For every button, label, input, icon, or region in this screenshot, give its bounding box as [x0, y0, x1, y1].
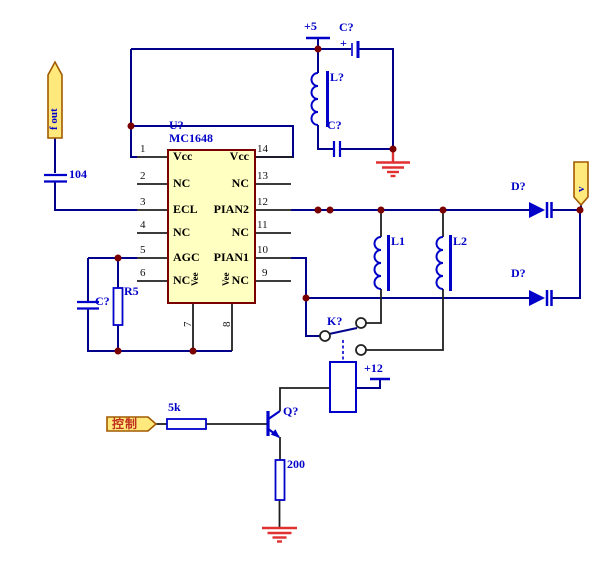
pin-name-nc-11: NC — [231, 225, 249, 239]
relay-switch — [319, 317, 367, 413]
junction-dots — [114, 45, 584, 355]
plus12-label: +12 — [364, 361, 383, 375]
pin-name-nc-6: NC — [173, 273, 191, 287]
pin-name-vee-8: Vee — [221, 272, 231, 286]
fout-port-label: f out — [48, 108, 60, 130]
control-port-label: 控制 — [112, 417, 139, 431]
relay-label: K? — [327, 314, 343, 328]
switch-throw2-contact — [355, 344, 367, 356]
control-flag — [106, 416, 158, 432]
r-base-body — [166, 418, 207, 430]
v-port-label: v — [575, 186, 587, 193]
l1-coil — [373, 236, 382, 290]
pin-name-nc-9: NC — [231, 273, 249, 287]
pin-num-2: 2 — [140, 170, 146, 182]
l2-bottom-lead — [366, 289, 444, 351]
pin-num-11: 11 — [257, 219, 268, 231]
l2-label: L2 — [453, 234, 468, 248]
ic-mc1648-body — [167, 149, 256, 304]
wire-104-to-ecl — [54, 182, 137, 211]
pin-stubs — [137, 156, 444, 527]
switch-common-contact — [319, 330, 331, 342]
c104-label: 104 — [69, 167, 87, 181]
port-flags — [47, 60, 589, 432]
pin-num-4: 4 — [140, 219, 146, 231]
pin-num-12: 12 — [257, 196, 268, 208]
pin-num-14: 14 — [257, 143, 268, 155]
inductors — [310, 71, 452, 291]
transistor-label: Q? — [283, 404, 299, 418]
r5-label: R5 — [124, 284, 139, 298]
ground-bottom — [262, 526, 297, 543]
relay-coil-body — [329, 361, 357, 413]
wire-relay-plus12 — [356, 379, 381, 389]
l2-coil — [435, 236, 444, 290]
r5-body — [112, 287, 124, 326]
power-symbols — [306, 36, 390, 381]
switch-throw1-contact — [355, 317, 367, 329]
d-top-triangle — [529, 202, 545, 218]
switch-blade — [328, 327, 358, 335]
d-bottom-triangle — [529, 290, 545, 306]
pin-name-nc-2: NC — [173, 176, 191, 190]
pin-name-nc-4: NC — [173, 225, 191, 239]
wire-v-to-d2 — [552, 210, 581, 299]
relay-coil-left-wire — [279, 387, 330, 411]
fout-flag — [47, 60, 63, 139]
l-choke-coil — [310, 72, 319, 126]
pin-name-pian1-10: PIAN1 — [213, 250, 249, 264]
c-bypass-label: C? — [339, 20, 354, 34]
pin-num-10: 10 — [257, 244, 268, 256]
v-flag — [573, 161, 589, 207]
pin-name-pian2-12: PIAN2 — [213, 202, 249, 216]
pin-name-vee-7: Vee — [190, 272, 200, 286]
d-bottom-label: D? — [511, 266, 526, 280]
l1-bottom-lead — [366, 289, 382, 324]
l-choke-label: L? — [330, 70, 345, 84]
pin-num-5: 5 — [140, 244, 146, 256]
pin-name-ecl-3: ECL — [173, 202, 198, 216]
ground-top — [376, 149, 410, 178]
wire-pin1-up — [130, 49, 137, 158]
ic-part-number: MC1648 — [169, 131, 213, 145]
d-top-label: D? — [511, 179, 526, 193]
wire-choke-to-cap — [317, 125, 333, 150]
pin-name-agc-5: AGC — [173, 250, 200, 264]
diodes — [529, 202, 553, 306]
pin-num-9: 9 — [262, 267, 268, 279]
d-bottom-cathode — [545, 290, 553, 306]
pin-name-nc-13: NC — [231, 176, 249, 190]
pin-num-6: 6 — [140, 267, 146, 279]
transistor — [266, 410, 281, 438]
resistors — [112, 287, 286, 501]
pin-num-7: 7 — [182, 321, 194, 328]
pin-num-13: 13 — [257, 170, 268, 182]
wire-vee-bottom — [87, 309, 232, 352]
c-bypass-polarity: + — [340, 36, 347, 50]
wire-net — [54, 38, 582, 389]
emitter-arrow — [270, 429, 280, 438]
r-emitter-label: 200 — [287, 457, 305, 471]
r-base-label: 5k — [168, 400, 181, 414]
pin-num-1: 1 — [140, 143, 146, 155]
d-top-cathode — [545, 202, 553, 218]
pin-name-vcc-1: Vcc — [173, 149, 193, 163]
pin-num-8: 8 — [221, 321, 233, 328]
l1-label: L1 — [391, 234, 406, 248]
capacitors — [44, 41, 360, 310]
pin-name-vcc-14: Vcc — [229, 149, 249, 163]
c-decouple-label: C? — [327, 118, 342, 132]
plus5-label: +5 — [304, 19, 317, 33]
ic-refdes: U? — [169, 118, 184, 132]
r-emitter-body — [274, 459, 286, 501]
pin-num-3: 3 — [140, 196, 146, 208]
wire-bypass-to-gnd — [359, 48, 394, 149]
transistor-collector — [266, 410, 281, 421]
c-agc-label: C? — [95, 294, 110, 308]
